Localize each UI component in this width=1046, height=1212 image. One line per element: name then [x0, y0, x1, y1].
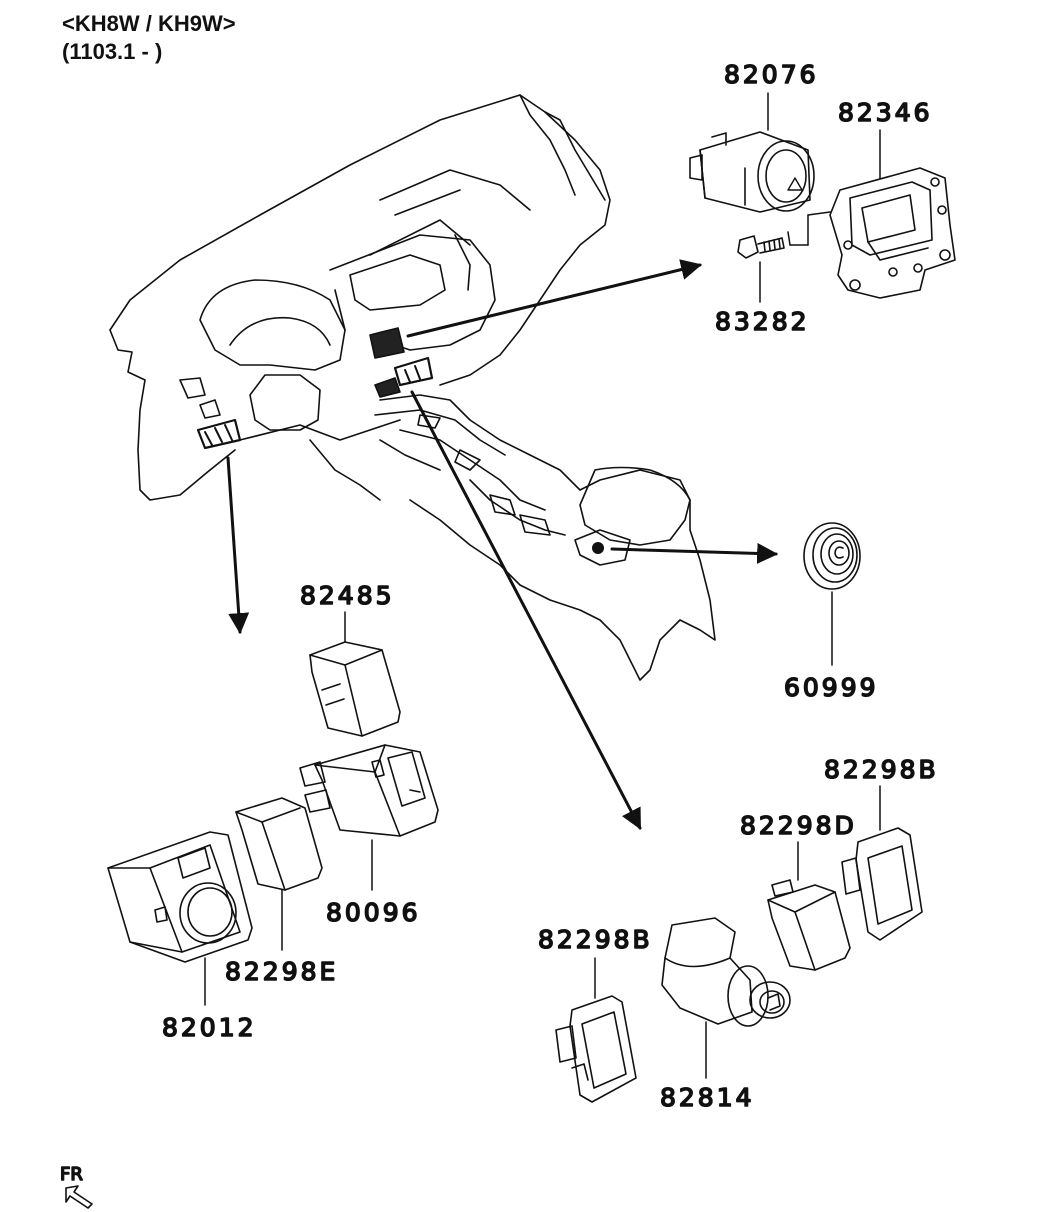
arrow-to-center-switch-group: [410, 390, 642, 830]
part-number-labels: 82076 82346 83282 82485 80096 82298E 820…: [161, 59, 939, 1113]
part-82485-switch: [309, 641, 401, 737]
callout-arrows: [226, 259, 779, 830]
part-82346-bracket: [829, 167, 956, 299]
diagram-header: <KH8W / KH9W> (1103.1 - ): [62, 10, 236, 66]
arrow-to-hazard-switch: [406, 259, 703, 338]
direction-label: FR: [60, 1164, 83, 1185]
label-82298E: 82298E: [225, 957, 338, 986]
label-82298B-upper: 82298B: [824, 755, 939, 784]
part-82298E-switch: [235, 797, 323, 891]
label-80096: 80096: [326, 898, 421, 927]
label-82298B-lower: 82298B: [538, 925, 653, 954]
part-82298D-switch: [767, 879, 851, 971]
part-83282-screw: [737, 235, 785, 259]
production-date-label: (1103.1 - ): [62, 39, 163, 64]
label-82012: 82012: [162, 1013, 257, 1042]
part-80096-switch: [299, 744, 439, 837]
arrow-to-grommet: [610, 542, 779, 564]
label-82814: 82814: [660, 1083, 755, 1112]
dashboard-outline: [109, 94, 716, 681]
part-82298B-lower-switch: [555, 995, 637, 1103]
label-82346: 82346: [838, 98, 933, 127]
part-82076-hazard-switch: [689, 131, 815, 213]
arrow-to-left-switch-group: [226, 456, 250, 635]
label-82076: 82076: [724, 60, 819, 89]
label-82298D: 82298D: [740, 811, 857, 840]
part-82012-mirror-switch: [107, 831, 253, 963]
label-82485: 82485: [300, 581, 395, 610]
part-82814-switch: [661, 917, 791, 1027]
label-60999: 60999: [784, 673, 879, 702]
model-code-label: <KH8W / KH9W>: [62, 11, 236, 36]
label-83282: 83282: [715, 307, 810, 336]
part-60999-grommet: [803, 522, 861, 590]
leader-lines: [204, 92, 881, 1079]
part-82298B-upper-switch: [841, 827, 923, 941]
direction-arrow-icon: [65, 1185, 93, 1209]
front-direction-marker: FR: [59, 1163, 93, 1209]
